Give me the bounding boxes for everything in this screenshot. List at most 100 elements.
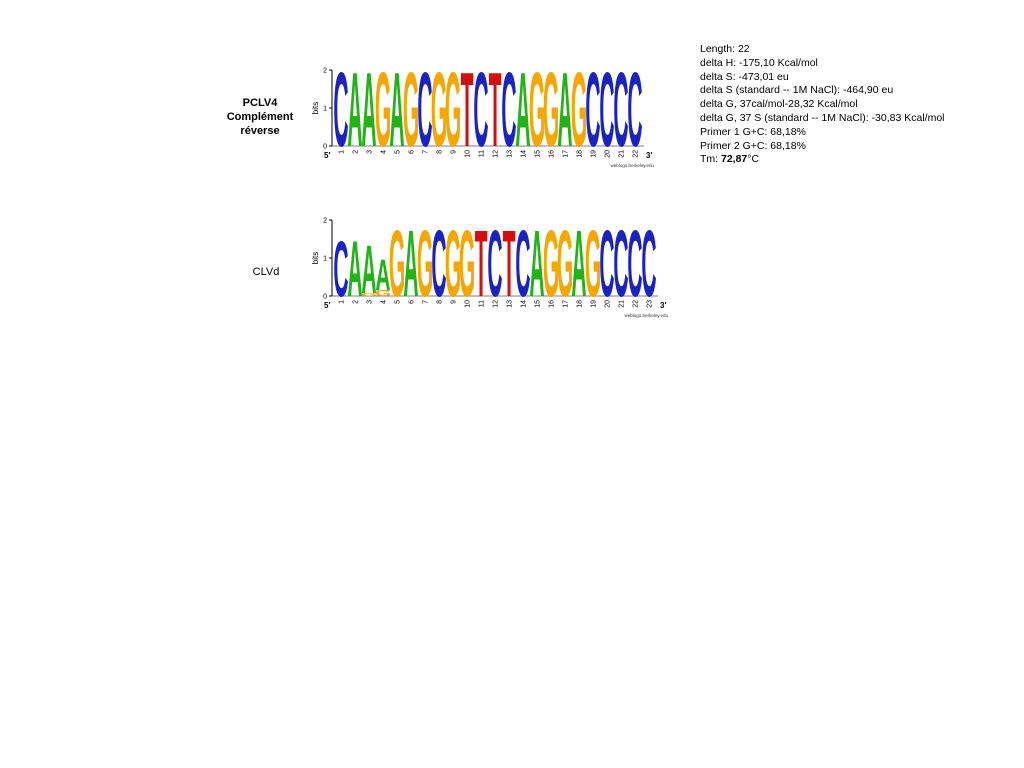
position-number: 4 <box>381 300 388 304</box>
logo-letter-A: A <box>347 52 362 170</box>
logo-letter-C: C <box>333 226 348 313</box>
logo-letter-C: C <box>487 210 502 316</box>
position-number: 15 <box>535 150 542 158</box>
position-number: 20 <box>605 150 612 158</box>
position-number: 8 <box>437 150 444 154</box>
logo-letter-G: G <box>459 210 475 316</box>
tm-unit: °C <box>747 153 760 166</box>
five-prime-label: 5′ <box>324 151 330 160</box>
position-number: 16 <box>549 150 556 158</box>
position-number: 19 <box>591 150 598 158</box>
logo-letter-G: G <box>585 210 601 316</box>
y-axis-label: bits <box>311 102 320 114</box>
position-number: 13 <box>507 150 514 158</box>
logo-letter-G: G <box>431 52 447 170</box>
y-tick-label: 2 <box>323 218 327 225</box>
position-number: 1 <box>339 150 346 154</box>
position-number: 22 <box>633 300 640 308</box>
logo-letter-G: G <box>445 210 461 316</box>
position-number: 7 <box>423 300 430 304</box>
position-number: 15 <box>535 300 542 308</box>
length-text: Length: 22 <box>700 43 750 55</box>
logo-letter-G: G <box>403 52 419 170</box>
logo-letter-G: G <box>361 292 377 297</box>
weblogo-credit: weblogo.berkeley.edu <box>625 313 669 318</box>
logo-letter-C: C <box>599 52 614 170</box>
logo-letter-T: T <box>503 210 516 316</box>
primer-info-panel: Length: 22 delta H: -175,10 Kcal/mol del… <box>700 43 945 167</box>
logo-letter-C: C <box>599 210 614 316</box>
delta-s-text: delta S: -473,01 eu <box>700 70 789 83</box>
position-number: 1 <box>339 300 346 304</box>
position-number: 19 <box>591 300 598 308</box>
position-number: 23 <box>647 300 654 308</box>
logo-letter-A: A <box>403 210 418 316</box>
position-number: 8 <box>437 300 444 304</box>
logo-letter-T: T <box>489 52 502 170</box>
position-number: 9 <box>451 150 458 154</box>
position-number: 5 <box>395 300 402 304</box>
logo-letter-C: C <box>585 52 600 170</box>
position-number: 17 <box>563 300 570 308</box>
logo-letter-G: G <box>389 210 405 316</box>
logo-letter-G: G <box>543 210 559 316</box>
y-tick-label: 2 <box>323 68 327 75</box>
position-number: 5 <box>395 150 402 154</box>
logo-letter-C: C <box>641 210 656 316</box>
y-tick-label: 1 <box>323 256 327 263</box>
logo-letter-G: G <box>445 52 461 170</box>
primer1-gc-text: Primer 1 G+C: 68,18% <box>700 125 806 138</box>
y-axis-label: bits <box>311 252 320 264</box>
logo-letter-A: A <box>361 231 376 308</box>
logo-letter-C: C <box>613 52 628 170</box>
logo-letter-C: C <box>473 52 488 170</box>
primer2-gc-text: Primer 2 G+C: 68,18% <box>700 139 806 152</box>
logo-letter-C: C <box>613 210 628 316</box>
logo-letter-G: G <box>529 52 545 170</box>
position-number: 18 <box>577 150 584 158</box>
five-prime-label: 5′ <box>324 301 330 310</box>
tm-text: Tm: 72,87°C <box>700 153 945 167</box>
position-number: 9 <box>451 300 458 304</box>
position-number: 21 <box>619 150 626 158</box>
three-prime-label: 3′ <box>660 301 666 310</box>
logo-letter-C: C <box>501 52 516 170</box>
position-number: 10 <box>465 150 472 158</box>
logo-letter-A: A <box>529 210 544 316</box>
position-number: 20 <box>605 300 612 308</box>
logo-letter-C: C <box>515 210 530 316</box>
position-number: 12 <box>493 300 500 308</box>
delta-g-text: delta G, 37cal/mol-28,32 Kcal/mol <box>700 98 858 111</box>
delta-h-text: delta H: -175,10 Kcal/mol <box>700 56 818 69</box>
logo-letter-C: C <box>431 210 446 316</box>
position-number: 7 <box>423 150 430 154</box>
position-number: 11 <box>479 150 486 157</box>
position-number: 6 <box>409 150 416 154</box>
logo-letter-C: C <box>627 52 642 170</box>
position-number: 2 <box>353 150 360 154</box>
position-number: 14 <box>521 150 528 158</box>
pclv4-label: PCLV4 Complément réverse <box>210 96 310 138</box>
clvd-label: CLVd <box>236 265 296 279</box>
delta-s-standard-text: delta S (standard -- 1M NaCl): -464,90 e… <box>700 84 894 97</box>
y-tick-label: 0 <box>323 294 327 301</box>
position-number: 10 <box>465 300 472 308</box>
logo-letter-G: G <box>557 210 573 316</box>
three-prime-label: 3′ <box>646 151 652 160</box>
position-number: 14 <box>521 300 528 308</box>
tm-value: 72,87 <box>721 153 748 166</box>
position-number: 16 <box>549 300 556 308</box>
label-line: PCLV4 <box>242 97 278 109</box>
logo-letter-G: G <box>571 52 587 170</box>
logo-letter-C: C <box>333 52 348 170</box>
delta-g-standard-text: delta G, 37 S (standard -- 1M NaCl): -30… <box>700 111 945 124</box>
position-number: 13 <box>507 300 514 308</box>
position-number: 6 <box>409 300 416 304</box>
position-number: 21 <box>619 300 626 308</box>
logo-letter-A: A <box>571 210 586 316</box>
weblogo-credit: weblogo.berkeley.edu <box>611 163 655 168</box>
label-line: CLVd <box>252 266 280 278</box>
logo-letter-G: G <box>543 52 559 170</box>
